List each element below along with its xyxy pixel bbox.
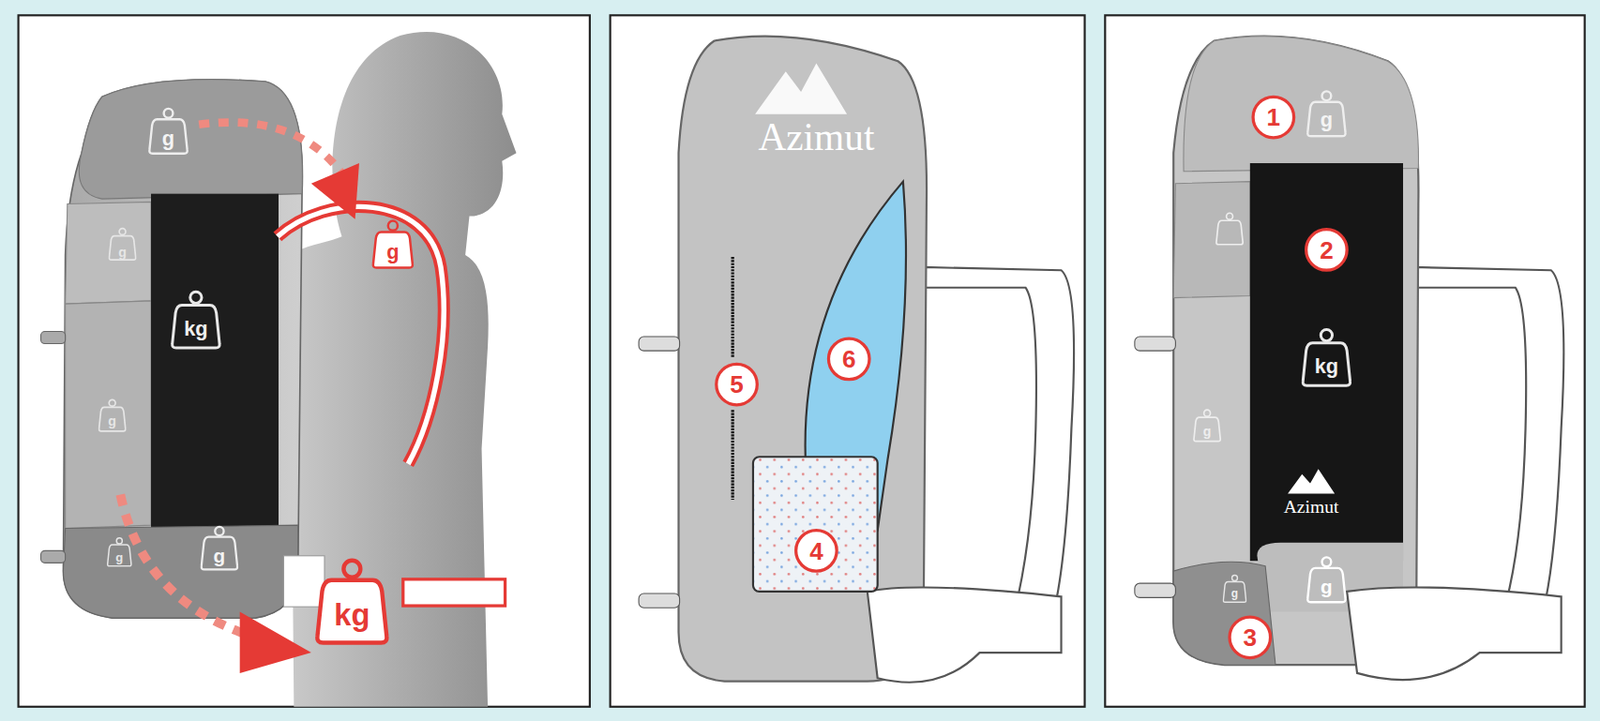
weight-mark: g: [1231, 588, 1238, 601]
weight-mark: g: [213, 546, 227, 567]
callout-number: 6: [842, 347, 857, 372]
weight-mark: g: [386, 241, 399, 263]
weight-mark: kg: [1314, 356, 1339, 378]
callout-number: 1: [1267, 105, 1282, 130]
weight-mark: g: [118, 245, 127, 259]
weight-mark: kg: [183, 319, 208, 341]
weight-mark: g: [107, 414, 117, 428]
weight-mark: g: [115, 552, 123, 565]
weight-mark: kg: [333, 600, 370, 632]
weight-mark: g: [1320, 576, 1333, 597]
brand-logo: Azimut: [757, 118, 875, 157]
callout-number: 4: [809, 538, 824, 563]
weight-mark: g: [1203, 424, 1212, 438]
brand-logo: Azimut: [1283, 498, 1340, 517]
weight-mark: g: [162, 128, 175, 150]
callout-number: 3: [1243, 625, 1258, 650]
callout-number: 5: [729, 372, 744, 397]
callout-number: 2: [1319, 238, 1334, 263]
weight-mark: g: [1320, 109, 1333, 131]
